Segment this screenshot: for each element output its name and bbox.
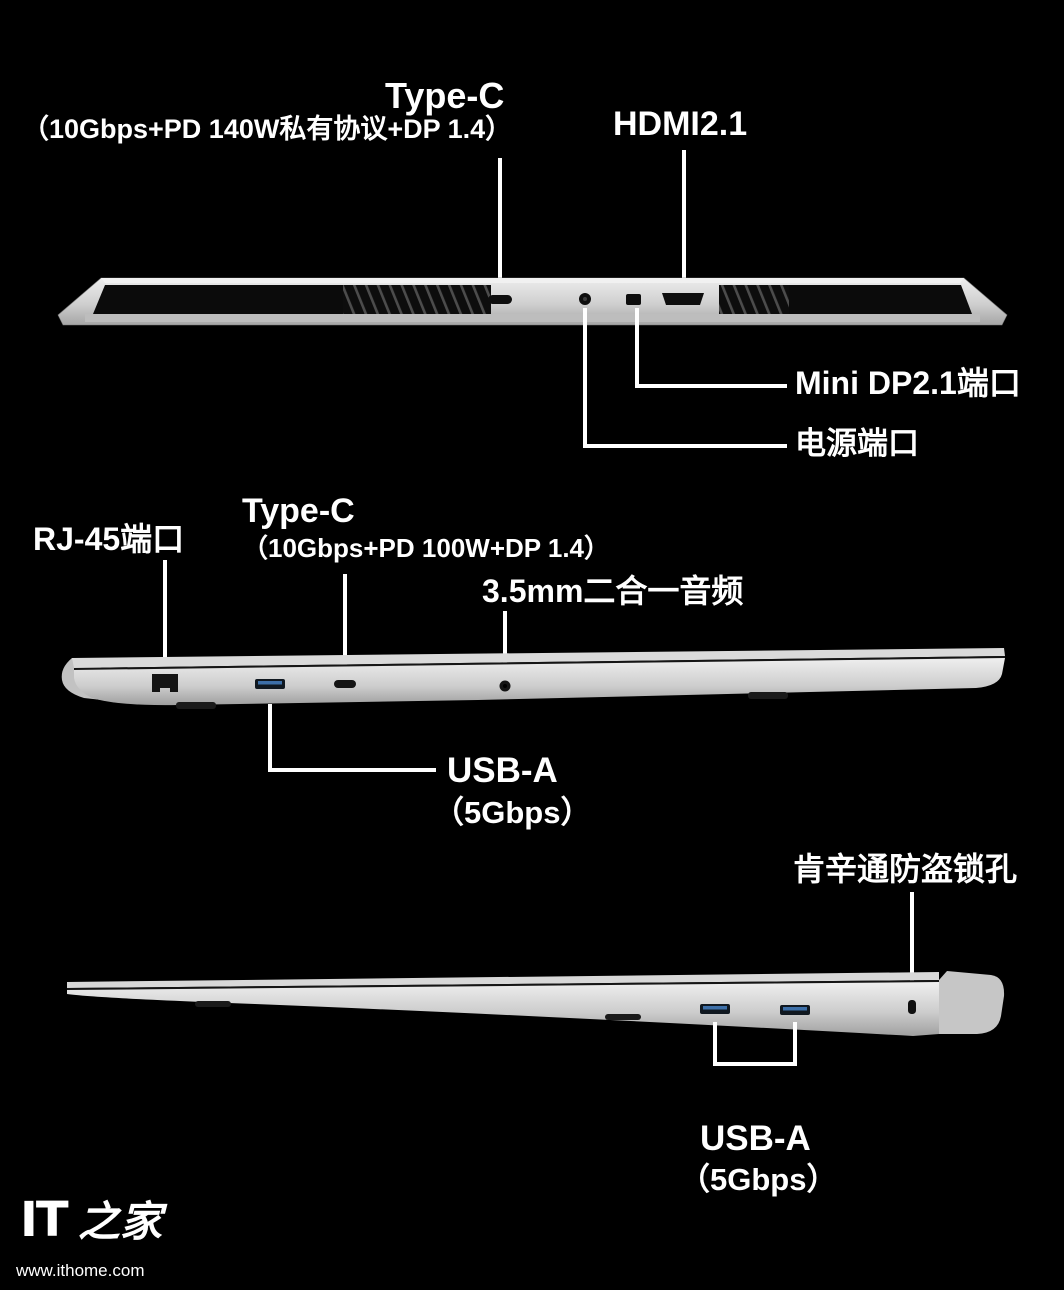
mini-dp-label: Mini DP2.1端口 [795, 365, 1021, 401]
rubber-foot [195, 1001, 231, 1007]
kensington-label: 肯辛通防盗锁孔 [793, 851, 1018, 887]
kensington-lock-slot [908, 1000, 916, 1014]
ithome-url: www.ithome.com [16, 1261, 145, 1280]
rubber-foot [748, 692, 788, 699]
kensington-callout-line [910, 892, 914, 988]
right-base [67, 982, 939, 1036]
usb-callout-line-1 [713, 1022, 717, 1066]
rubber-foot [605, 1014, 641, 1020]
usb-a-callout-line-h [268, 768, 436, 772]
rj45-callout-line [163, 560, 167, 666]
laptop-left-side-view [58, 634, 1010, 726]
right-vent-slats [719, 285, 789, 314]
right-usb-a-sublabel: （5Gbps） [679, 1162, 838, 1197]
mini-dp-callout-line-v [635, 308, 639, 388]
type-c-port-side [334, 680, 356, 688]
hdmi-port [662, 293, 704, 305]
ithome-logo-it: IT [20, 1192, 69, 1248]
rear-type-c-label: Type-C [385, 75, 505, 116]
right-hinge [939, 971, 1005, 1034]
left-usb-a-label: USB-A [447, 751, 558, 790]
rear-top-edge [101, 278, 964, 283]
usb-a-tongue [703, 1006, 727, 1010]
power-port-pin [583, 297, 587, 301]
hdmi-callout-line [682, 150, 686, 288]
type-c-callout-line [498, 158, 502, 286]
left-vent [93, 285, 343, 314]
rubber-foot [176, 702, 216, 709]
usb-callout-line-2 [793, 1022, 797, 1066]
rj45-label: RJ-45端口 [33, 521, 185, 557]
rear-bottom-face [85, 314, 980, 322]
right-vent [789, 285, 972, 314]
right-lid-edge [67, 972, 939, 988]
right-usb-a-label: USB-A [700, 1119, 811, 1158]
left-vent-slats [343, 285, 491, 314]
power-callout-line-v [583, 308, 587, 448]
left-base [74, 658, 1005, 706]
mini-dp-callout-line-h [635, 384, 787, 388]
power-callout-line-h [583, 444, 787, 448]
left-usb-a-sublabel: （5Gbps） [433, 795, 592, 830]
usb-callout-line-join [713, 1062, 797, 1066]
usb-a-tongue [258, 681, 282, 685]
left-type-c-callout-line [343, 574, 347, 676]
type-c-port [488, 295, 512, 304]
ithome-logo-zhijia: 之家 [78, 1197, 163, 1246]
rear-hdmi-label: HDMI2.1 [613, 105, 748, 143]
usb-a-callout-line-v [268, 704, 272, 772]
left-type-c-label: Type-C [242, 492, 355, 530]
rear-type-c-sublabel: （10Gbps+PD 140W私有协议+DP 1.4） [22, 114, 513, 144]
left-lid-edge [72, 648, 1005, 668]
laptop-right-side-view [55, 958, 1010, 1048]
audio-jack-hole [503, 684, 507, 688]
audio-callout-line [503, 611, 507, 673]
rj45-port [152, 674, 178, 692]
mini-dp-port [626, 294, 641, 305]
usb-a-tongue [783, 1007, 807, 1011]
laptop-rear-view [55, 270, 1010, 332]
power-label: 电源端口 [795, 426, 919, 461]
left-type-c-sublabel: （10Gbps+PD 100W+DP 1.4） [242, 533, 611, 563]
audio-label: 3.5mm二合一音频 [482, 573, 744, 609]
